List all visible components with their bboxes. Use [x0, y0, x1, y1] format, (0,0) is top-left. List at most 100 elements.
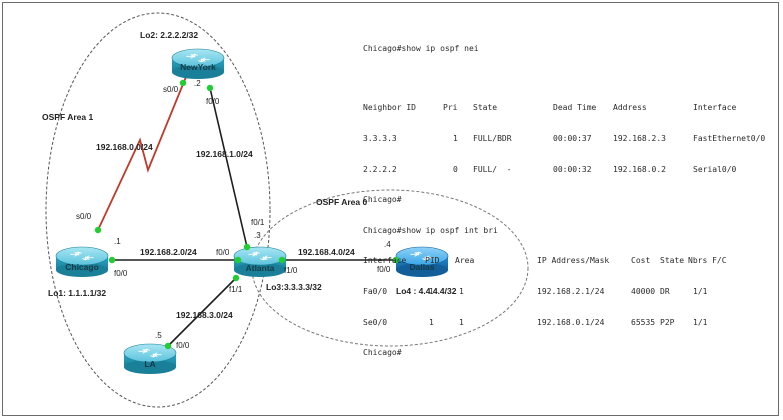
int-cell: 1: [459, 286, 464, 296]
nei-cell: 00:00:32: [553, 164, 592, 174]
subnet-atlanta-dallas: 192.168.4.0/24: [298, 247, 355, 257]
link-newyork-atlanta: [209, 87, 248, 248]
router-newyork[interactable]: [171, 48, 225, 79]
int-row: Fa0/0 1 1 192.168.2.1/24 40000 DR 1/1: [363, 287, 773, 297]
nei-cell: 192.168.0.2: [613, 164, 666, 174]
if-newyork-s00: s0/0: [163, 85, 179, 94]
int-cell: 65535: [631, 317, 656, 327]
nei-col-header: Dead Time: [553, 103, 597, 113]
if-chicago-f00: f0/0: [114, 269, 128, 278]
int-header-row: Interface PID Area IP Address/Mask Cost …: [363, 256, 773, 266]
subnet-chicago-atlanta: 192.168.2.0/24: [140, 247, 197, 257]
nei-cell: Serial0/0: [693, 164, 737, 174]
int-cell: 1: [459, 317, 464, 327]
nei-cell: FULL/BDR: [473, 134, 512, 143]
loopback-dallas: Lo4 : 4.4.4.4/32: [396, 286, 457, 296]
cli-command-nei: Chicago#show ip ospf nei: [363, 44, 479, 54]
nei-cell: 00:00:37: [553, 134, 592, 143]
host-newyork: .2: [194, 79, 201, 88]
int-cell: 40000: [631, 286, 656, 296]
router-name-dallas: Dallas: [409, 262, 434, 272]
area-1-label: OSPF Area 1: [42, 112, 93, 122]
cli-prompt: Chicago#: [363, 195, 402, 205]
nei-header-row: Neighbor ID Pri State Dead Time Address …: [363, 103, 773, 113]
port-dot: [392, 256, 400, 264]
int-cell: 192.168.2.1/24: [537, 286, 605, 296]
port-dot: [232, 274, 240, 282]
router-la[interactable]: [123, 343, 177, 374]
if-atlanta-f00: f0/0: [216, 248, 230, 257]
nei-col-header: Pri: [443, 103, 458, 113]
host-dallas: .4: [384, 240, 391, 249]
loopback-atlanta: Lo3:3.3.3.3/32: [266, 282, 322, 292]
if-atlanta-f01: f0/1: [251, 218, 265, 227]
loopback-chicago: Lo1: 1.1.1.1/32: [48, 288, 106, 298]
int-cell: P2P: [660, 317, 675, 327]
port-dot: [206, 84, 214, 92]
nei-cell: FULL/ -: [473, 164, 512, 174]
int-col-header: Cost: [631, 256, 651, 266]
int-cell: 1/1: [693, 286, 708, 296]
router-name-chicago: Chicago: [65, 262, 99, 272]
int-cell: 1: [429, 317, 434, 327]
router-chicago[interactable]: [55, 246, 109, 277]
subnet-newyork-atlanta: 192.168.1.0/24: [196, 149, 253, 159]
if-dallas-f00: f0/0: [377, 265, 391, 274]
cli-command-int: Chicago#show ip ospf int bri: [363, 225, 498, 235]
nei-cell: 2.2.2.2: [363, 164, 397, 174]
int-col-header: IP Address/Mask: [537, 256, 610, 266]
port-dot: [108, 256, 116, 264]
int-cell: Se0/0: [363, 317, 388, 327]
if-newyork-f00: f0/0: [206, 97, 220, 106]
router-name-newyork: NewYork: [180, 62, 216, 72]
router-atlanta[interactable]: [233, 246, 287, 277]
int-cell: Fa0/0: [363, 286, 388, 296]
host-chicago: .1: [114, 237, 121, 246]
if-atlanta-f11: f1/1: [229, 285, 243, 294]
nei-cell: 0: [453, 164, 458, 174]
cli-output: Chicago#show ip ospf nei Neighbor ID Pri…: [363, 24, 773, 369]
nei-cell: FastEthernet0/0: [693, 134, 766, 143]
int-col-header: State: [660, 256, 685, 266]
loopback-newyork: Lo2: 2.2.2.2/32: [140, 30, 198, 40]
int-col-header: Nbrs F/C: [688, 256, 727, 266]
nei-col-header: Neighbor ID: [363, 103, 416, 113]
router-name-atlanta: Atlanta: [246, 263, 275, 273]
port-dot: [179, 79, 187, 87]
int-col-header: Interface: [363, 256, 407, 266]
int-cell: DR: [660, 286, 670, 296]
ospf-area-1-boundary: [45, 12, 271, 408]
link-atlanta-la: [167, 277, 237, 347]
area-0-label: OSPF Area 0: [316, 197, 367, 207]
nei-cell: 3.3.3.3: [363, 134, 397, 143]
int-col-header: Area: [455, 256, 475, 266]
port-dot: [278, 256, 286, 264]
port-dot: [234, 256, 242, 264]
int-cell: 192.168.0.1/24: [537, 317, 605, 327]
serial-link-chicago-newyork: [97, 71, 189, 231]
subnet-chicago-newyork: 192.168.0.0/24: [96, 142, 153, 152]
if-la-f00: f0/0: [176, 341, 190, 350]
nei-row: 2.2.2.2 0 FULL/ - 00:00:32 192.168.0.2 S…: [363, 165, 773, 175]
int-col-header: PID: [425, 256, 440, 266]
host-la: .5: [155, 331, 162, 340]
nei-col-header: State: [473, 103, 498, 113]
router-name-la: LA: [144, 359, 155, 369]
cli-prompt: Chicago#: [363, 348, 402, 358]
port-dot: [243, 243, 251, 251]
nei-cell: 1: [453, 134, 458, 143]
host-atlanta: .3: [254, 231, 261, 240]
port-dot: [164, 342, 172, 350]
int-cell: 1/1: [693, 317, 708, 327]
nei-cell: 192.168.2.3: [613, 134, 666, 143]
int-row: Se0/0 1 1 192.168.0.1/24 65535 P2P 1/1: [363, 318, 773, 328]
nei-col-header: Address: [613, 103, 647, 113]
int-cell: 1: [429, 286, 434, 296]
nei-col-header: Interface: [693, 103, 737, 113]
router-dallas[interactable]: [395, 246, 449, 277]
port-dot: [94, 226, 102, 234]
nei-row: 3.3.3.3 1 FULL/BDR 00:00:37 192.168.2.3 …: [363, 134, 773, 144]
if-chicago-s00: s0/0: [76, 212, 92, 221]
subnet-atlanta-la: 192.168.3.0/24: [176, 310, 233, 320]
